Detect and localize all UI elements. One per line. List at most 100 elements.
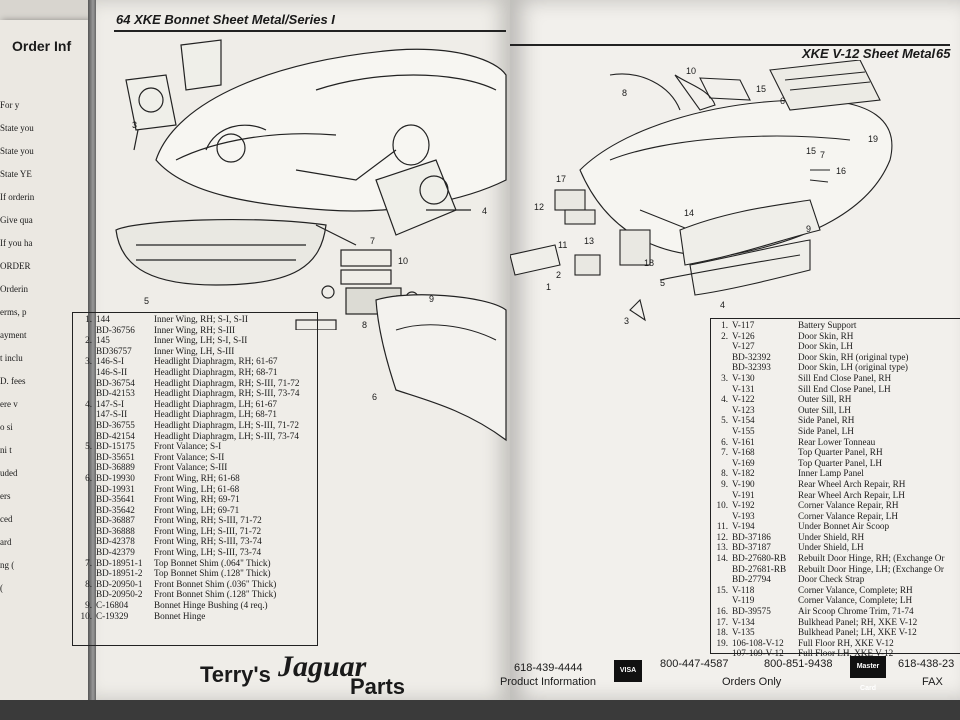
left-page-header: 64 XKE Bonnet Sheet Metal/Series I	[116, 12, 335, 27]
part-description: Front Wing, LH; S-III, 71-72	[154, 525, 262, 536]
part-number: BD-32392	[732, 351, 771, 362]
part-description: Headlight Diaphragm, LH; 68-71	[154, 409, 277, 420]
item-number	[78, 409, 96, 420]
right-callout: 12	[534, 202, 545, 212]
part-number: BD-42154	[96, 430, 135, 441]
underlying-page-line: ayment	[0, 330, 27, 340]
item-number	[714, 405, 732, 416]
part-number: BD-19931	[96, 483, 135, 494]
brand-logo-script: Jaguar	[278, 650, 367, 683]
brand-name-right: Parts	[350, 674, 406, 699]
part-number: BD-36888	[96, 525, 135, 536]
part-description: Front Wing, LH; S-III, 73-74	[154, 547, 262, 558]
item-number: 19.	[716, 637, 728, 648]
item-number: 7.	[721, 447, 728, 458]
item-number: 8.	[85, 578, 92, 589]
part-number: V-194	[732, 521, 755, 532]
item-number: 8.	[721, 468, 728, 479]
underlying-page-line: Orderin	[0, 284, 28, 294]
part-number: 147-S-I	[96, 398, 125, 409]
mastercard-badge: Master Card	[850, 656, 886, 692]
part-description: Under Bonnet Air Scoop	[798, 521, 890, 532]
part-number: BD-36755	[96, 419, 135, 430]
left-callout: 10	[398, 256, 409, 266]
phone-product-info: 618-439-4444	[514, 662, 583, 674]
part-number: V-182	[732, 468, 755, 479]
part-description: Door Skin, LH	[798, 341, 853, 352]
part-number: BD-37187	[732, 542, 771, 553]
item-number: 18.	[716, 627, 728, 638]
part-description: Top Bonnet Shim (.128" Thick)	[154, 568, 271, 579]
part-description: Front Valance; S-I	[154, 441, 222, 452]
parts-table-row: 8. V-182 Inner Lamp Panel	[714, 468, 944, 479]
part-number: 144	[96, 314, 110, 324]
item-number	[714, 564, 732, 575]
underlying-page-line: o si	[0, 422, 13, 432]
left-page: 64 XKE Bonnet Sheet Metal/Series I	[72, 0, 510, 700]
part-description: Front Wing, RH; S-III, 71-72	[154, 515, 262, 526]
part-description: Headlight Diaphragm, LH; S-III, 71-72	[154, 419, 299, 430]
part-description: Front Wing, LH; 61-68	[154, 483, 240, 494]
underlying-page-line: ers	[0, 491, 11, 501]
part-number: BD-42379	[96, 547, 135, 558]
part-description: Full Floor RH, XKE V-12	[798, 637, 894, 648]
part-number: BD-42378	[96, 536, 135, 547]
item-number	[78, 462, 96, 473]
part-description: Side Panel, RH	[798, 415, 855, 426]
part-number: BD36757	[96, 345, 132, 356]
part-number: BD-19930	[96, 472, 135, 483]
part-description: Sill End Close Panel, LH	[798, 383, 891, 394]
right-callout: 15	[806, 146, 817, 156]
part-description: Inner Lamp Panel	[798, 468, 864, 479]
item-number: 4.	[721, 394, 728, 405]
underlying-page-line: ng (	[0, 560, 15, 570]
part-number: V-119	[732, 595, 755, 606]
item-number	[714, 574, 732, 585]
part-number: V-155	[732, 425, 755, 436]
item-number	[714, 490, 732, 501]
item-number	[78, 484, 96, 495]
part-number: V-122	[732, 394, 755, 405]
part-number: BD-36889	[96, 462, 135, 473]
part-number: V-130	[732, 372, 755, 383]
part-description: Under Shield, RH	[798, 531, 865, 542]
item-number	[78, 505, 96, 516]
item-number	[714, 426, 732, 437]
part-number: V-161	[732, 436, 755, 447]
item-number	[78, 420, 96, 431]
item-number: 9.	[85, 600, 92, 611]
part-number: BD-20950-1	[96, 578, 143, 589]
part-description: Front Valance; S-II	[154, 451, 225, 462]
part-description: Inner Wing, LH; S-I, S-II	[154, 335, 248, 346]
part-number: V-118	[732, 584, 755, 595]
part-description: Inner Wing, RH; S-III	[154, 324, 236, 335]
part-description: Headlight Diaphragm, RH; 68-71	[154, 366, 278, 377]
part-description: Corner Valance, Complete; LH	[798, 595, 913, 606]
part-description: Battery Support	[798, 320, 857, 330]
part-number: BD-39575	[732, 606, 771, 617]
part-description: Rear Wheel Arch Repair, LH	[798, 489, 905, 500]
item-number: 1.	[721, 320, 728, 330]
item-number: 1.	[85, 314, 92, 324]
part-number: BD-36756	[96, 324, 135, 335]
part-description: Top Quarter Panel, RH	[798, 447, 883, 458]
item-number	[78, 515, 96, 526]
item-number: 5.	[85, 441, 92, 452]
part-description: Bulkhead Panel; LH, XKE V-12	[798, 627, 917, 638]
parts-table-row: 1. V-117 Battery Support	[714, 320, 944, 331]
part-number: V-117	[732, 320, 755, 330]
part-number: V-193	[732, 510, 755, 521]
